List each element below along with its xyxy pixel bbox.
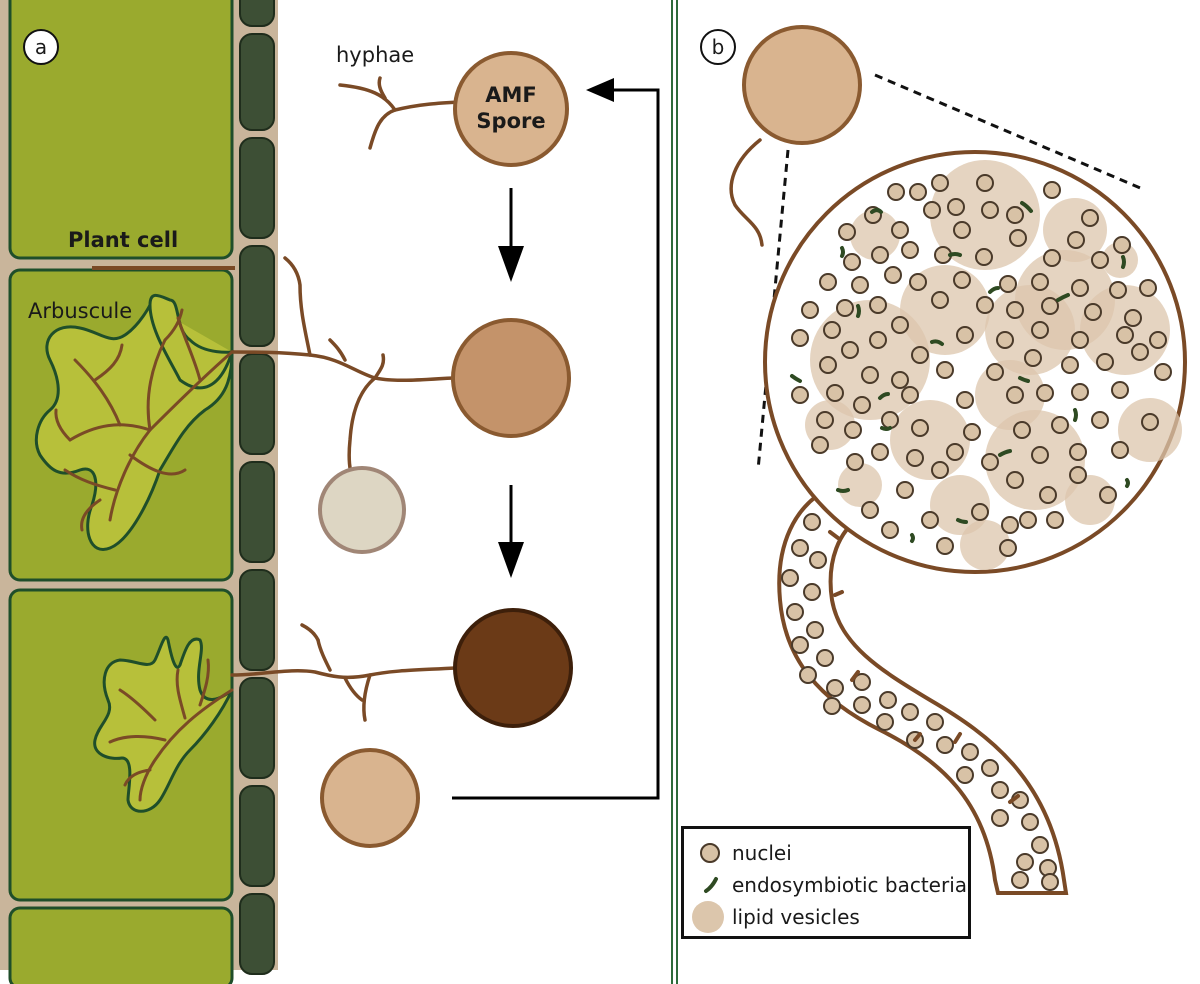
plant-cell-label: Plant cell: [68, 228, 178, 252]
arbuscule-2-branches: [108, 658, 234, 802]
arrow-head-left: [586, 78, 614, 102]
endosymbiotic-bacteria: [790, 201, 1130, 543]
panel-b: b: [700, 25, 1187, 895]
plant-cell-4: [8, 906, 234, 984]
arbuscule-label: Arbuscule: [28, 299, 132, 323]
panel-a-badge: [23, 29, 59, 65]
spore-mature-dark: [453, 608, 573, 728]
nuclei: [781, 174, 1172, 891]
legend: nuclei endosymbiotic bacteria lipid vesi…: [681, 826, 971, 939]
bacterium-icon: [704, 877, 718, 893]
legend-item-bacteria: endosymbiotic bacteria: [684, 869, 968, 899]
small-spore: [742, 25, 862, 145]
amf-spore-label-line2: Spore: [476, 109, 545, 133]
spore-pale: [318, 466, 406, 554]
panel-a: a hyphae AMF Spore Plant cell Arbuscule: [0, 0, 660, 984]
arbuscule-1: [34, 293, 235, 551]
arrow-head-down-1: [498, 246, 524, 282]
nucleus-icon: [700, 843, 720, 863]
extraradical-hyphae: [230, 76, 462, 722]
panel-a-label: a: [35, 35, 47, 59]
arbuscule-2: [93, 636, 234, 813]
hyphae-label: hyphae: [336, 43, 414, 67]
plant-cell-1: [8, 0, 234, 260]
panel-divider: [671, 0, 678, 984]
amf-spore: [453, 51, 569, 167]
spore-maturing: [451, 318, 571, 438]
legend-label-lipid-vesicles: lipid vesicles: [732, 905, 860, 929]
amf-spore-label-line1: AMF: [485, 83, 537, 107]
hyphal-septa: [828, 530, 1020, 804]
arbuscule-1-branches: [54, 308, 234, 532]
legend-label-bacteria: endosymbiotic bacteria: [732, 873, 968, 897]
cycle-arrows: [452, 88, 660, 800]
lipid-vesicle-icon: [692, 901, 724, 933]
spore-released: [320, 748, 420, 848]
arrow-head-down-2: [498, 542, 524, 578]
panel-b-badge: [700, 29, 736, 65]
small-spore-hypha: [729, 138, 764, 247]
legend-item-nuclei: nuclei: [684, 837, 968, 867]
legend-label-nuclei: nuclei: [732, 841, 792, 865]
panel-b-label: b: [712, 35, 725, 59]
legend-item-lipid-vesicles: lipid vesicles: [684, 901, 968, 933]
epidermis: [239, 0, 275, 975]
